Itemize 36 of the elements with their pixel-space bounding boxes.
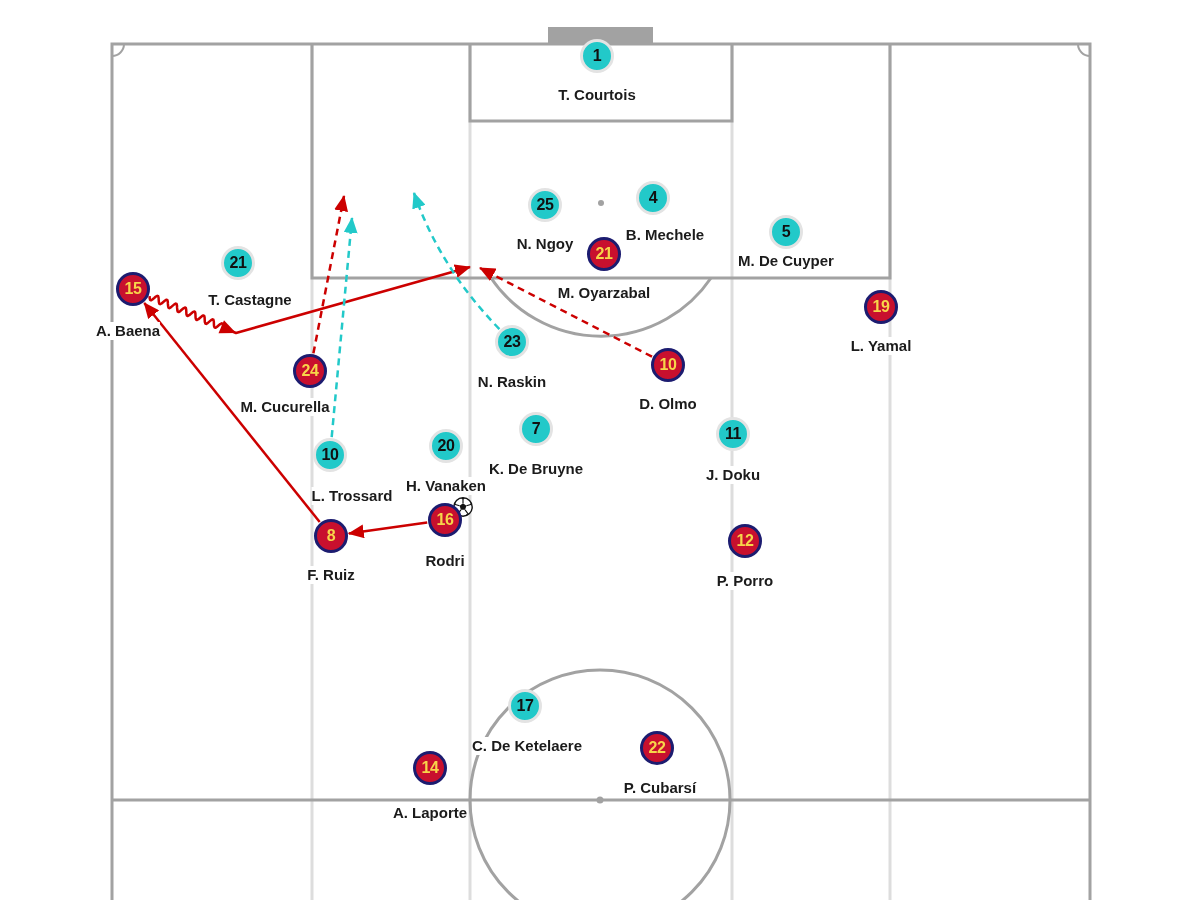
player-name: F. Ruiz [307, 566, 355, 584]
player-marker: 17 [508, 689, 542, 723]
player-marker: 7 [519, 412, 553, 446]
player-marker: 22 [640, 731, 674, 765]
player-marker: 11 [716, 417, 750, 451]
player-marker: 15 [116, 272, 150, 306]
player-marker: 21 [221, 246, 255, 280]
pass-arrow [347, 521, 428, 539]
player-marker: 23 [495, 325, 529, 359]
player-name: M. Cucurella [240, 398, 330, 416]
player-name: M. Oyarzabal [557, 284, 651, 302]
player-marker: 1 [580, 39, 614, 73]
player-name: P. Porro [716, 572, 774, 590]
player-marker: 8 [314, 519, 348, 553]
player-name: C. De Ketelaere [471, 737, 583, 755]
player-marker: 19 [864, 290, 898, 324]
player-marker: 25 [528, 188, 562, 222]
player-name: H. Vanaken [406, 477, 486, 495]
player-marker: 5 [769, 215, 803, 249]
run-arrow [479, 266, 653, 358]
player-marker: 4 [636, 181, 670, 215]
player-marker: 12 [728, 524, 762, 558]
player-name: J. Doku [705, 466, 761, 484]
player-marker: 24 [293, 354, 327, 388]
player-marker: 16 [428, 503, 462, 537]
player-marker: 21 [587, 237, 621, 271]
player-name: A. Baena [95, 322, 161, 340]
run-arrow [412, 192, 501, 330]
player-marker: 20 [429, 429, 463, 463]
player-marker: 14 [413, 751, 447, 785]
player-name: L. Trossard [311, 487, 393, 505]
player-name: L. Yamal [850, 337, 912, 355]
player-marker: 10 [313, 438, 347, 472]
run-arrow [312, 195, 348, 354]
player-marker: 10 [651, 348, 685, 382]
run-arrow [330, 217, 358, 438]
